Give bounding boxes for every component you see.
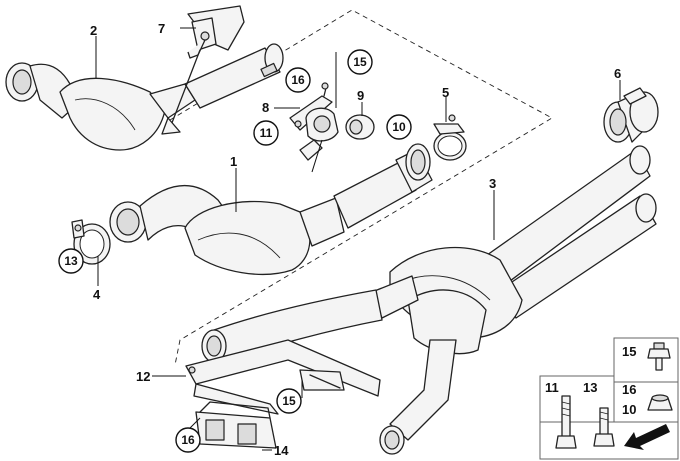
hanger-group <box>289 82 467 161</box>
callout-4: 4 <box>93 287 101 302</box>
circled-callout-13: 13 <box>58 248 84 274</box>
callout-2: 2 <box>90 23 97 38</box>
callout-14: 14 <box>274 443 289 458</box>
callout-12: 12 <box>136 369 150 384</box>
legend-15: 15 <box>622 344 636 359</box>
callout-13: 13 <box>64 254 78 268</box>
callout-15-top: 15 <box>353 55 367 69</box>
sleeve-clamp-part-6 <box>603 87 659 143</box>
callout-9: 9 <box>357 88 364 103</box>
upper-catalytic-converter <box>5 43 284 151</box>
circled-callout-11: 11 <box>253 120 279 146</box>
fastener-legend: 15 16 10 11 13 <box>539 337 679 460</box>
front-catalytic-converter <box>109 143 433 275</box>
callout-15-bottom: 15 <box>282 394 296 408</box>
bracket-part-7 <box>161 5 245 135</box>
legend-11: 11 <box>545 380 559 395</box>
callout-16-bottom: 16 <box>181 433 195 447</box>
circled-callout-16-top: 16 <box>285 67 311 93</box>
callout-7: 7 <box>158 21 165 36</box>
legend-10: 10 <box>622 402 636 417</box>
leader-lines <box>95 27 621 451</box>
legend-16: 16 <box>622 382 636 397</box>
callout-1: 1 <box>230 154 237 169</box>
nut-15-icon <box>647 342 671 371</box>
bolt-11-icon <box>555 395 577 449</box>
callout-6: 6 <box>614 66 621 81</box>
rear-muffler-part-3 <box>201 145 657 455</box>
circled-callout-16-bottom: 16 <box>175 427 201 453</box>
bolt-13-icon <box>593 407 615 447</box>
callout-11: 11 <box>260 126 273 140</box>
flange-nut-icon <box>647 394 673 411</box>
flange-clamp-part-4 <box>71 219 111 265</box>
circled-callout-10: 10 <box>386 114 412 140</box>
callout-10: 10 <box>392 120 406 134</box>
legend-13: 13 <box>583 380 597 395</box>
circled-callout-15-bottom: 15 <box>276 388 302 414</box>
direction-arrow-icon <box>624 424 670 450</box>
callout-3: 3 <box>489 176 496 191</box>
callout-5: 5 <box>442 85 449 100</box>
circled-callout-15-top: 15 <box>347 49 373 75</box>
callout-16-top: 16 <box>291 73 305 87</box>
callout-8: 8 <box>262 100 269 115</box>
mounting-bracket-part-14 <box>195 401 277 449</box>
